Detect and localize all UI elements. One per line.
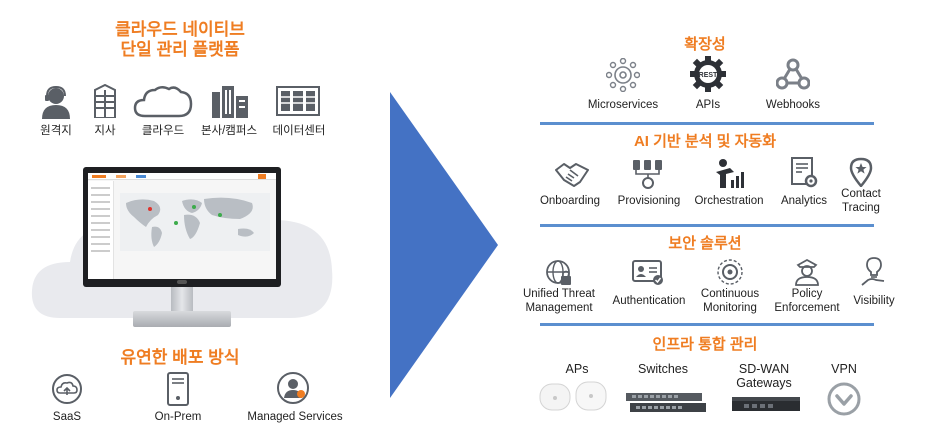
- screen-world-map: [120, 193, 270, 251]
- handshake-icon: [555, 160, 589, 188]
- label-continuous-monitoring-line1: Continuous: [700, 288, 760, 300]
- on-prem-server-icon: [165, 372, 191, 406]
- flow-arrow: [390, 92, 500, 398]
- location-pin-icon: [848, 157, 874, 187]
- label-sdwan-line2: Gateways: [736, 376, 792, 390]
- section-title-security: 보안 솔루션: [668, 235, 742, 252]
- monitor-frame: [83, 167, 281, 287]
- rest-api-gear-icon: REST: [690, 56, 726, 92]
- switch-devices: [624, 392, 708, 414]
- microservices-icon: [606, 58, 640, 92]
- id-card-icon: [632, 260, 664, 286]
- label-utm: Unified Threat Management: [512, 287, 606, 315]
- location-label-remote: 원격지: [40, 125, 72, 137]
- dashboard-screen: [88, 173, 276, 279]
- webhooks-icon: [776, 58, 810, 90]
- label-continuous-monitoring: Continuous Monitoring: [692, 287, 768, 315]
- monitoring-gear-icon: [716, 258, 744, 286]
- officer-icon: [794, 258, 820, 286]
- label-policy-enforcement-line2: Enforcement: [774, 302, 840, 314]
- screen-sidebar: [88, 181, 114, 279]
- deploy-label-onprem: On-Prem: [154, 411, 202, 423]
- label-utm-line2: Management: [525, 302, 593, 314]
- location-label-branch: 지사: [94, 125, 116, 137]
- label-aps: APs: [565, 362, 589, 376]
- sdwan-gateway-device: [730, 395, 802, 415]
- vpn-chevron-icon: [827, 382, 861, 416]
- label-contact-tracing-line2: Tracing: [842, 202, 880, 214]
- analytics-icon: [790, 157, 818, 189]
- label-sdwan-line1: SD-WAN: [738, 362, 790, 376]
- section-divider-3: [540, 323, 874, 326]
- deploy-label-managed: Managed Services: [247, 411, 343, 423]
- section-title-extensibility: 확장성: [684, 36, 726, 53]
- branch-building-icon: [92, 84, 118, 118]
- label-utm-line1: Unified Threat: [522, 288, 596, 300]
- location-label-campus: 본사/캠퍼스: [200, 125, 258, 137]
- section-title-ai: AI 기반 분석 및 자동화: [633, 133, 777, 150]
- globe-lock-icon: [545, 259, 573, 287]
- label-provisioning: Provisioning: [617, 195, 681, 207]
- deploy-label-saas: SaaS: [52, 411, 82, 423]
- location-label-cloud: 클라우드: [141, 125, 185, 137]
- label-webhooks: Webhooks: [765, 99, 821, 111]
- platform-title-line1: 클라우드 네이티브: [115, 20, 245, 39]
- location-label-datacenter: 데이터센터: [272, 125, 326, 137]
- label-authentication: Authentication: [612, 295, 686, 307]
- section-title-infra: 인프라 통합 관리: [652, 336, 758, 353]
- screen-topbar: [88, 173, 276, 180]
- label-sdwan-gateways: SD-WAN Gateways: [726, 362, 802, 390]
- monitor-logo: [177, 280, 187, 284]
- access-point-devices: [538, 378, 610, 414]
- section-divider-2: [540, 224, 874, 227]
- label-onboarding: Onboarding: [539, 195, 601, 207]
- cloud-icon: [133, 84, 193, 118]
- provisioning-icon: [631, 158, 665, 190]
- label-visibility: Visibility: [853, 295, 895, 307]
- label-vpn: VPN: [831, 362, 857, 376]
- deploy-title: 유연한 배포 방식: [120, 348, 240, 367]
- label-contact-tracing: Contact Tracing: [830, 187, 892, 215]
- label-microservices: Microservices: [587, 99, 659, 111]
- label-switches: Switches: [637, 362, 689, 376]
- platform-title: 클라우드 네이티브 단일 관리 플랫폼: [100, 20, 260, 60]
- label-policy-enforcement: Policy Enforcement: [768, 287, 846, 315]
- saas-cloud-icon: [52, 374, 82, 404]
- label-orchestration: Orchestration: [694, 195, 764, 207]
- label-policy-enforcement-line1: Policy: [791, 288, 823, 300]
- orchestration-icon: [712, 158, 746, 190]
- label-contact-tracing-line1: Contact: [841, 188, 881, 200]
- remote-worker-icon: [40, 85, 72, 119]
- section-divider-1: [540, 122, 874, 125]
- monitor-stand-base: [133, 311, 231, 327]
- label-apis: APIs: [695, 99, 721, 111]
- datacenter-icon: [276, 86, 320, 116]
- lightbulb-hand-icon: [860, 255, 888, 287]
- label-analytics: Analytics: [780, 195, 828, 207]
- managed-services-icon: [277, 372, 309, 404]
- svg-text:REST: REST: [699, 72, 718, 79]
- campus-building-icon: [210, 84, 250, 118]
- label-continuous-monitoring-line2: Monitoring: [703, 302, 757, 314]
- platform-title-line2: 단일 관리 플랫폼: [120, 40, 240, 59]
- monitor-stand-neck: [171, 287, 193, 313]
